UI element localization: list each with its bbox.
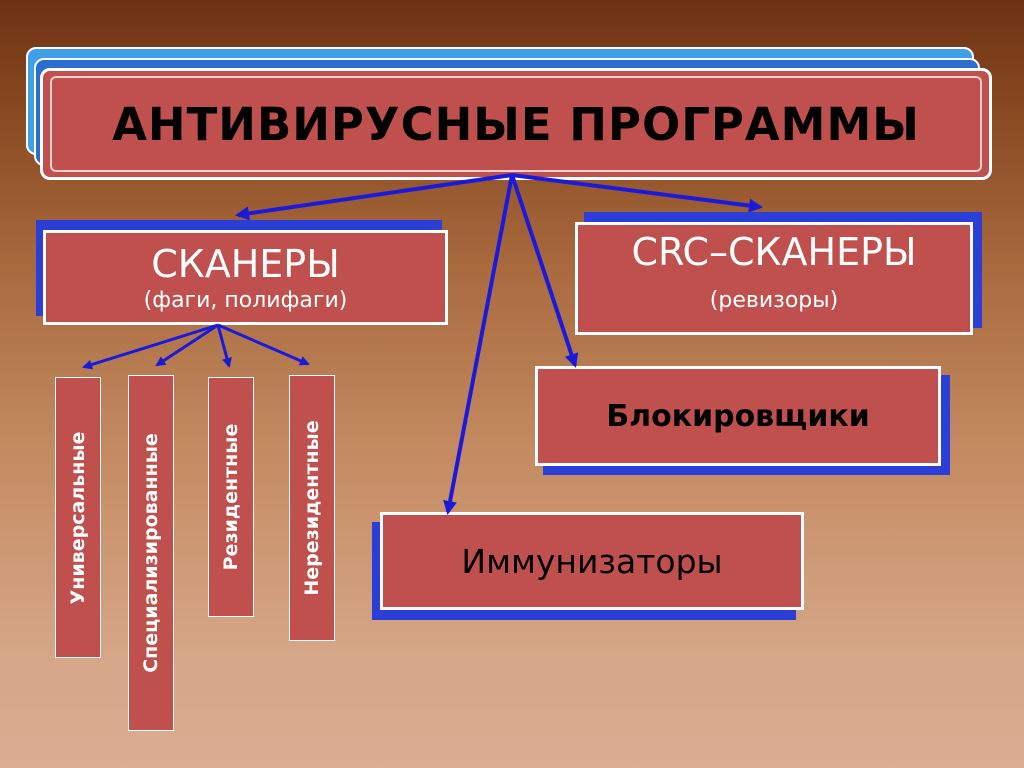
crc-box: CRC–СКАНЕРЫ (ревизоры) bbox=[575, 222, 973, 335]
immunizers-box: Иммунизаторы bbox=[380, 512, 804, 610]
arrow-to-crc bbox=[511, 173, 763, 213]
scanner-type-specialized: Специализированные bbox=[128, 375, 174, 731]
crc-label: CRC–СКАНЕРЫ bbox=[631, 230, 917, 274]
scanner-type-nonresident: Нерезидентные bbox=[289, 375, 335, 641]
blockers-label: Блокировщики bbox=[606, 398, 870, 434]
arrow-to-specialized bbox=[155, 323, 219, 367]
scanner-type-universal: Универсальные bbox=[55, 377, 101, 658]
scanners-sublabel: (фаги, полифаги) bbox=[143, 288, 348, 313]
arrow-to-universal bbox=[82, 323, 219, 370]
arrow-to-scanners bbox=[235, 173, 513, 221]
arrow-to-immunizers bbox=[443, 174, 514, 515]
arrow-to-resident bbox=[216, 324, 232, 368]
scanners-label: СКАНЕРЫ bbox=[151, 242, 340, 286]
scanner-type-resident: Резидентные bbox=[208, 377, 254, 617]
title-box bbox=[40, 68, 992, 180]
scanners-box: СКАНЕРЫ (фаги, полифаги) bbox=[43, 230, 448, 325]
crc-sublabel: (ревизоры) bbox=[709, 288, 839, 313]
arrow-to-blockers bbox=[510, 174, 579, 368]
page-title: АНТИВИРУСНЫЕ ПРОГРАММЫ bbox=[50, 76, 982, 172]
blockers-box: Блокировщики bbox=[535, 366, 941, 466]
arrow-to-nonresident bbox=[217, 323, 310, 366]
immunizers-label: Иммунизаторы bbox=[461, 541, 723, 581]
